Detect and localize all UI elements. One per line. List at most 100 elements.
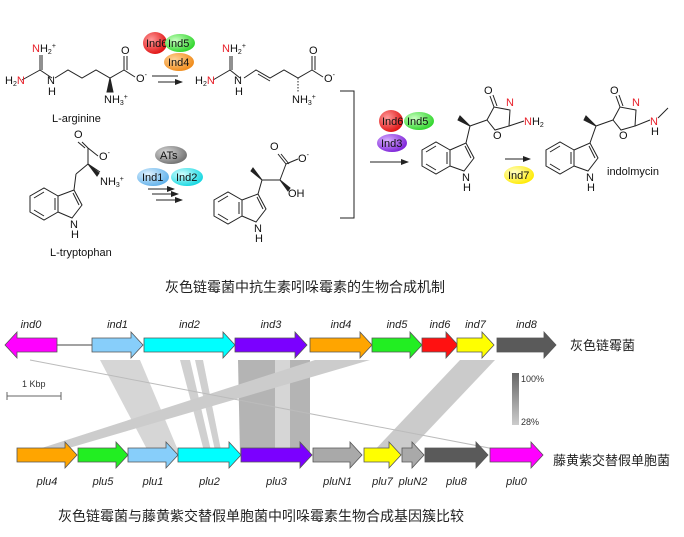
gene-label-ind1: ind1 [107, 319, 128, 331]
atom-nh3plus-trp: NH3+ [100, 176, 124, 189]
atom-h-2: H [235, 86, 243, 98]
atom-h-ind2: H [587, 182, 595, 194]
atom-h2n-2: H2N [195, 75, 215, 88]
enzyme-ind7: Ind7 [504, 166, 534, 184]
atom-o-trp: O [74, 129, 83, 141]
enzyme-ind5-b: Ind5 [404, 112, 434, 130]
gene-label-plu2: plu2 [198, 476, 220, 488]
synteny-links [20, 359, 511, 455]
gene-label-ind3: ind3 [261, 319, 283, 331]
atom-o-2: O [309, 45, 318, 57]
gene-label-plu5: plu5 [92, 476, 115, 488]
gene-arrow-plu5 [77, 440, 129, 470]
atom-o-ind: O [610, 85, 619, 97]
gene-label-ind5: ind5 [387, 319, 409, 331]
atom-n-trp: N [70, 219, 78, 231]
gene-label-plu4: plu4 [36, 476, 58, 488]
intermediate-1-structure [212, 56, 324, 92]
svg-text:Ind5: Ind5 [407, 116, 428, 128]
atom-h-trp: H [71, 229, 79, 241]
enzyme-ind6-b: Ind6 [379, 110, 403, 132]
scale-bar: 1 Kbp [6, 379, 62, 400]
enzyme-ind6-a: Ind6 [143, 32, 167, 54]
atom-nh: N [47, 75, 55, 87]
gene-arrow-ind3 [234, 330, 308, 360]
svg-text:Ind3: Ind3 [381, 138, 402, 150]
enzyme-ind2: Ind2 [171, 168, 203, 186]
svg-text:Ind5: Ind5 [168, 38, 189, 50]
gene-label-ind0: ind0 [21, 319, 43, 331]
atom-n-int2: N [254, 223, 262, 235]
atom-o-minus-int2: O- [298, 152, 310, 165]
gene-label-plu3: plu3 [265, 476, 288, 488]
gene-arrow-ind1 [91, 330, 144, 360]
svg-text:Ind2: Ind2 [176, 172, 197, 184]
gene-arrow-plu8 [424, 440, 489, 470]
gene-arrow-plu1 [127, 440, 179, 470]
merge-bracket [340, 90, 355, 219]
atom-o-int2: O [270, 141, 279, 153]
enzyme-ind3: Ind3 [377, 134, 407, 152]
gene-label-plu1: plu1 [142, 476, 164, 488]
gene-arrow-ind0 [4, 330, 58, 360]
atom-h2n: H2N [5, 75, 25, 88]
substrate-l-tryptophan: L-tryptophan [50, 247, 112, 259]
atom-o-ring-int3: O [493, 130, 502, 142]
identity-legend: 100% 28% [512, 373, 544, 427]
gene-arrow-ind4 [309, 330, 373, 360]
gene-arrow-ind8 [496, 330, 557, 360]
gene-label-ind2: ind2 [179, 319, 200, 331]
atom-nh-2: N [234, 75, 242, 87]
gene-label-pluN2: pluN2 [398, 476, 428, 488]
product-indolmycin: indolmycin [607, 166, 659, 178]
atom-o-minus-2: O- [324, 72, 336, 85]
intermediate-3-structure [421, 94, 525, 175]
atom-n-ind: N [586, 172, 594, 184]
gene-arrow-ind5 [371, 330, 423, 360]
gene-arrow-plu4 [16, 440, 78, 470]
intermediate-2-structure [213, 153, 299, 225]
svg-text:Ind1: Ind1 [142, 172, 163, 184]
svg-text:ATs: ATs [160, 150, 178, 162]
gene-arrow-ind2 [143, 330, 236, 360]
enzyme-ind4: Ind4 [164, 53, 194, 71]
enzyme-ind5-a: Ind5 [165, 34, 195, 52]
legend-max: 100% [521, 374, 544, 384]
svg-text:Ind4: Ind4 [168, 57, 189, 69]
svg-text:Ind6: Ind6 [146, 38, 167, 50]
gene-arrow-pluN2 [401, 440, 425, 470]
gene-label-plu8: plu8 [445, 476, 468, 488]
l-tryptophan-structure [29, 141, 101, 221]
atom-nh3plus-2: NH3+ [292, 94, 316, 107]
gene-arrow-plu7 [363, 440, 402, 470]
atom-nh2plus-2: NH2+ [222, 43, 246, 56]
atom-o-minus-trp: O- [99, 150, 111, 163]
svg-text:1 Kbp: 1 Kbp [22, 379, 46, 389]
atom-o: O [121, 45, 130, 57]
pathway-caption: 灰色链霉菌中抗生素吲哚霉素的生物合成机制 [165, 280, 445, 296]
atom-nh3plus: NH3+ [104, 94, 128, 107]
l-arginine-structure [21, 55, 136, 93]
gene-arrow-plu0 [489, 440, 544, 470]
atom-o-minus: O- [136, 72, 148, 85]
step2-arrows [148, 186, 183, 203]
gene-arrow-pluN1 [312, 440, 363, 470]
gene-label-plu0: plu0 [505, 476, 528, 488]
enzyme-ind1: Ind1 [137, 168, 169, 186]
gene-label-ind8: ind8 [516, 319, 538, 331]
atom-o-ring-ind: O [619, 130, 628, 142]
gene-arrow-ind6 [421, 330, 459, 360]
legend-min: 28% [521, 417, 539, 427]
atom-n-ring-int3: N [506, 97, 514, 109]
atom-h-int2: H [255, 233, 263, 245]
gene-arrow-plu3 [240, 440, 313, 470]
substrate-l-arginine: L-arginine [52, 113, 101, 125]
gene-label-pluN1: pluN1 [322, 476, 352, 488]
gene-label-ind7: ind7 [465, 319, 487, 331]
atom-n-ring-ind: N [632, 97, 640, 109]
atom-oh-int2: OH [288, 188, 305, 200]
svg-text:Ind6: Ind6 [382, 116, 403, 128]
